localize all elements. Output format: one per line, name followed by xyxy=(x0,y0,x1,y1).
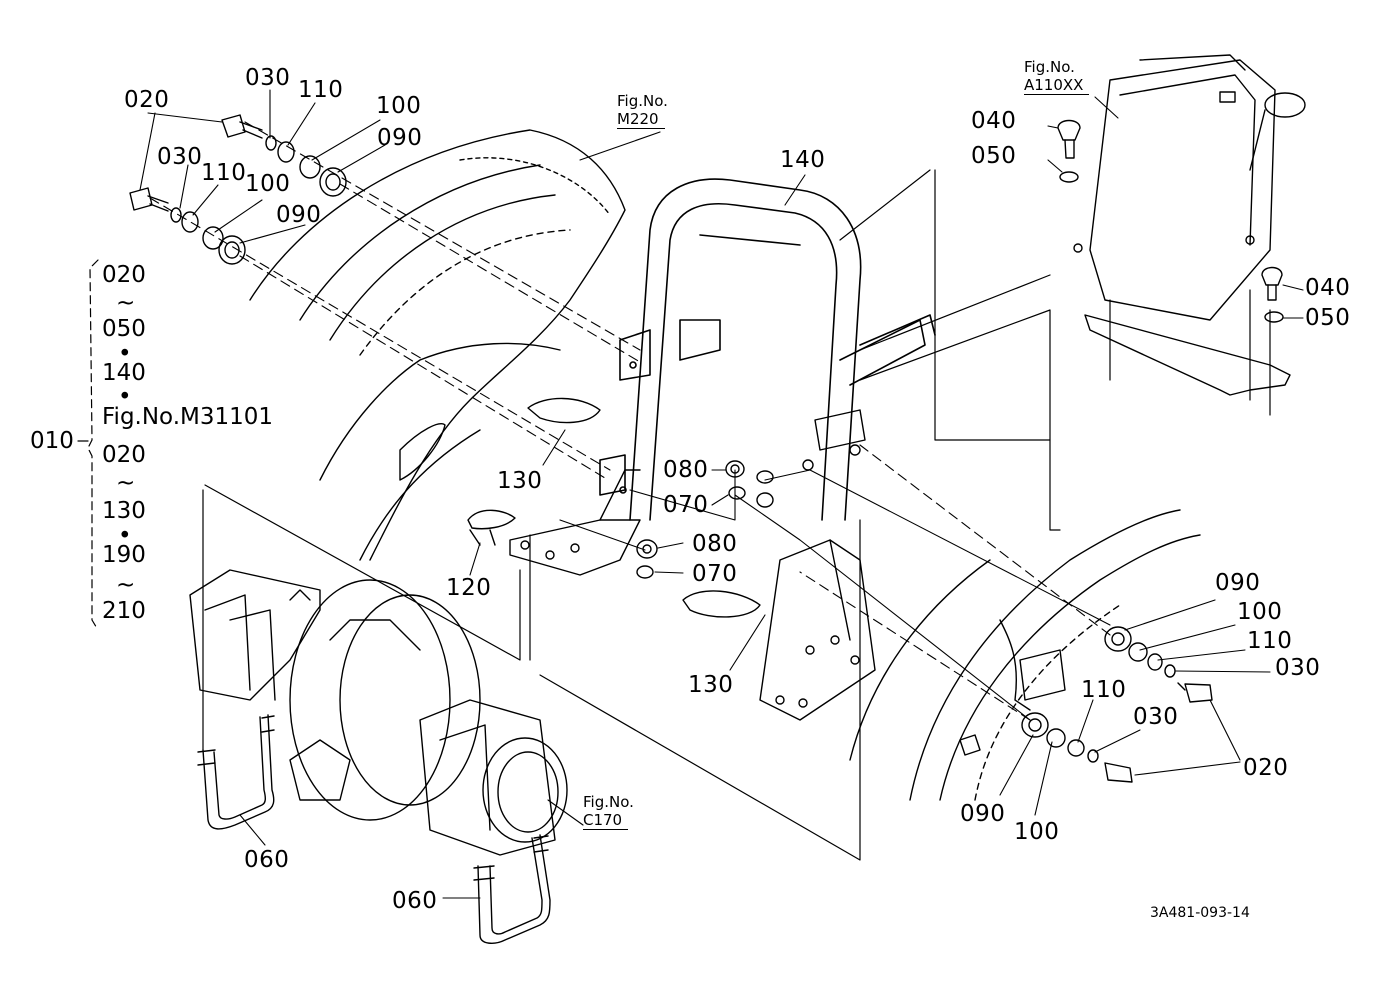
callout-020[interactable]: 020 xyxy=(1243,755,1289,781)
group-item: • xyxy=(118,341,132,367)
group-part-number[interactable]: 010 xyxy=(30,428,74,454)
callout-100[interactable]: 100 xyxy=(1014,819,1060,845)
callout-030[interactable]: 030 xyxy=(245,65,291,91)
fuel-tank xyxy=(1073,54,1306,396)
callout-100[interactable]: 100 xyxy=(245,171,291,197)
callout-080[interactable]: 080 xyxy=(663,457,709,483)
figure-ref-a110xx-line1: Fig.No. xyxy=(1024,58,1075,76)
figure-ref-c170[interactable]: Fig.No. C170 xyxy=(583,793,634,830)
frame-lines xyxy=(202,169,1251,861)
callout-030[interactable]: 030 xyxy=(1133,704,1179,730)
figure-ref-m220[interactable]: Fig.No. M220 xyxy=(617,92,668,129)
callout-030[interactable]: 030 xyxy=(157,144,203,170)
callout-080[interactable]: 080 xyxy=(692,531,738,557)
callout-030[interactable]: 030 xyxy=(1275,655,1321,681)
callout-090[interactable]: 090 xyxy=(960,801,1006,827)
callout-070[interactable]: 070 xyxy=(692,561,738,587)
callout-140[interactable]: 140 xyxy=(780,147,826,173)
u-bolt-left xyxy=(197,714,275,830)
callout-110[interactable]: 110 xyxy=(298,77,344,103)
callout-020[interactable]: 020 xyxy=(124,87,170,113)
group-item: 210 xyxy=(102,598,146,624)
group-bracket xyxy=(77,259,99,631)
drawing-number: 3A481-093-14 xyxy=(1150,905,1250,921)
callout-130[interactable]: 130 xyxy=(497,468,543,494)
callout-110[interactable]: 110 xyxy=(201,160,247,186)
figure-ref-m220-line1: Fig.No. xyxy=(617,92,668,110)
group-item: • xyxy=(118,384,132,410)
group-item: 020 xyxy=(102,442,146,468)
group-item: ~ xyxy=(116,470,136,496)
assembly-lines xyxy=(149,121,1111,721)
leader-lines xyxy=(139,89,1304,899)
group-item: 190 xyxy=(102,542,146,568)
group-item: 050 xyxy=(102,316,146,342)
callout-090[interactable]: 090 xyxy=(377,125,423,151)
rops-right-brackets xyxy=(802,409,866,471)
callout-130[interactable]: 130 xyxy=(688,672,734,698)
callout-050[interactable]: 050 xyxy=(971,143,1017,169)
callout-120[interactable]: 120 xyxy=(446,575,492,601)
group-item: ~ xyxy=(116,572,136,598)
callout-040[interactable]: 040 xyxy=(971,108,1017,134)
figure-ref-m220-line2: M220 xyxy=(617,110,665,129)
callout-110[interactable]: 110 xyxy=(1247,628,1293,654)
axle-housings xyxy=(189,569,568,856)
callout-100[interactable]: 100 xyxy=(376,93,422,119)
right-fender xyxy=(849,509,1201,801)
rops-left-foot xyxy=(509,469,641,576)
callout-060[interactable]: 060 xyxy=(244,847,290,873)
figure-ref-a110xx[interactable]: Fig.No. A110XX xyxy=(1024,58,1090,95)
callout-110[interactable]: 110 xyxy=(1081,677,1127,703)
group-item: 130 xyxy=(102,498,146,524)
figure-ref-a110xx-line2: A110XX xyxy=(1024,76,1090,95)
callout-060[interactable]: 060 xyxy=(392,888,438,914)
group-item: 140 xyxy=(102,360,146,386)
callout-090[interactable]: 090 xyxy=(1215,570,1261,596)
figure-ref-c170-line2: C170 xyxy=(583,811,629,830)
group-item-figure-ref[interactable]: Fig.No.M31101 xyxy=(102,404,274,430)
figure-ref-c170-line1: Fig.No. xyxy=(583,793,634,811)
callout-070[interactable]: 070 xyxy=(663,492,709,518)
rops-right-foot xyxy=(759,539,876,721)
u-bolt-bottom xyxy=(473,834,551,944)
callout-050[interactable]: 050 xyxy=(1305,305,1351,331)
group-item: ~ xyxy=(116,290,136,316)
platform-outline xyxy=(859,169,1271,531)
rops-frame xyxy=(599,178,936,521)
callout-100[interactable]: 100 xyxy=(1237,599,1283,625)
callout-040[interactable]: 040 xyxy=(1305,275,1351,301)
group-item: • xyxy=(118,523,132,549)
callout-090[interactable]: 090 xyxy=(276,202,322,228)
group-item: 020 xyxy=(102,262,146,288)
left-fender xyxy=(249,129,626,561)
